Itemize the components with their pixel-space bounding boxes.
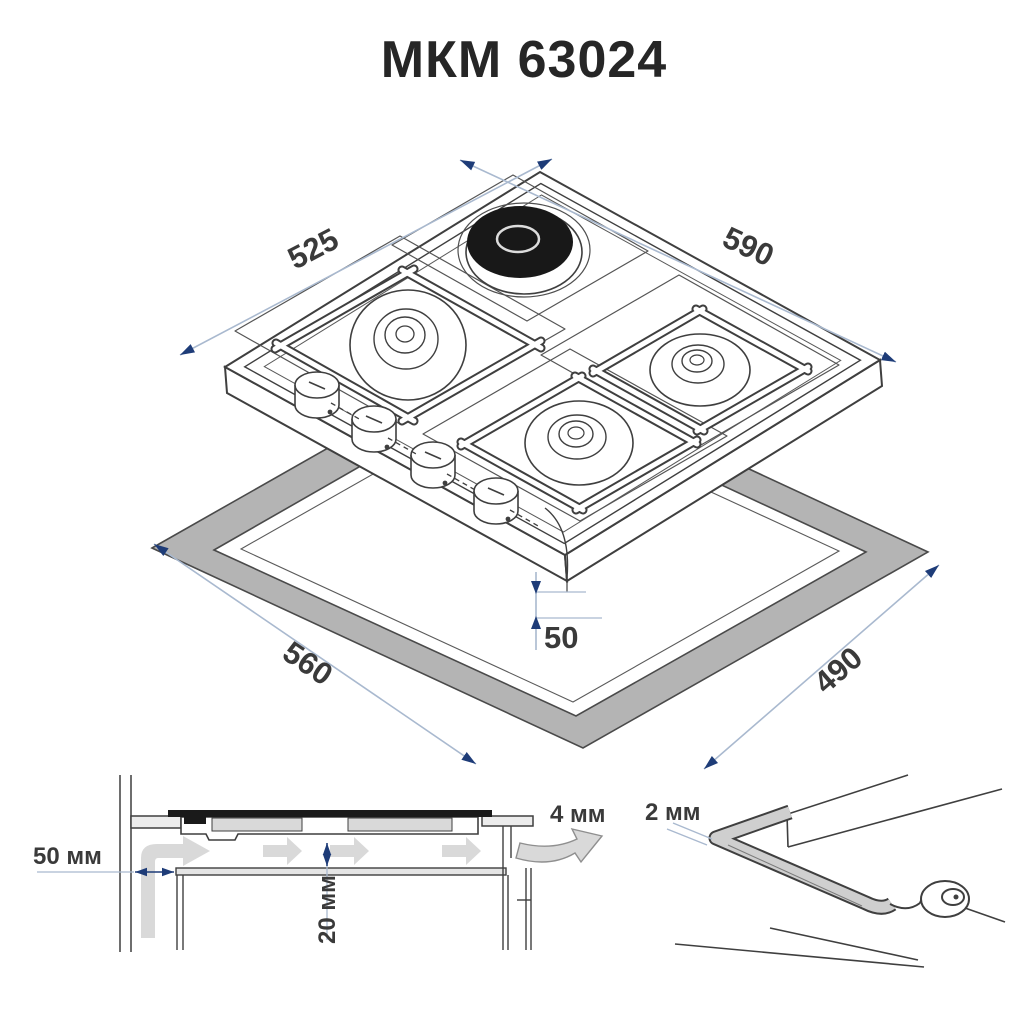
wall-clearance-label: 50 мм bbox=[33, 843, 102, 870]
seal-thickness-label: 2 мм bbox=[645, 799, 701, 826]
knob-2 bbox=[351, 405, 397, 453]
hob-top-strip bbox=[168, 810, 492, 817]
control-knobs bbox=[294, 371, 541, 528]
wall bbox=[119, 775, 132, 952]
gas-burner-front bbox=[524, 400, 634, 486]
hob-profile bbox=[168, 810, 492, 841]
cabinet-section bbox=[175, 826, 532, 950]
seal-tape-roll bbox=[889, 880, 970, 918]
seal-strip bbox=[708, 804, 897, 915]
airflow-arrow-2 bbox=[330, 837, 369, 865]
vent-exit-arrow bbox=[515, 827, 604, 864]
knob-3 bbox=[410, 441, 456, 489]
countertop-corner-lines bbox=[674, 774, 1006, 968]
airflow-arrows bbox=[141, 827, 604, 938]
knob-dots bbox=[327, 409, 511, 522]
dimension-front-gap: 50 bbox=[531, 572, 602, 655]
knob-4 bbox=[473, 477, 519, 525]
bottom-clearance-dim: 20 мм bbox=[314, 843, 341, 944]
seal-thickness-dim: 2 мм bbox=[645, 799, 713, 846]
airflow-bent-arrow bbox=[141, 836, 210, 938]
airflow-arrow-1 bbox=[263, 837, 302, 865]
bottom-clearance-label: 20 мм bbox=[314, 875, 341, 944]
page-title: МКМ 63024 bbox=[380, 31, 668, 89]
knob-1 bbox=[294, 371, 340, 419]
wall-clearance-dim: 50 мм bbox=[33, 843, 174, 877]
front-gap-label: 50 bbox=[544, 620, 578, 655]
airflow-arrow-3 bbox=[442, 837, 481, 865]
knob-gas-marks bbox=[330, 402, 541, 528]
vent-gap-label: 4 мм bbox=[550, 801, 606, 828]
